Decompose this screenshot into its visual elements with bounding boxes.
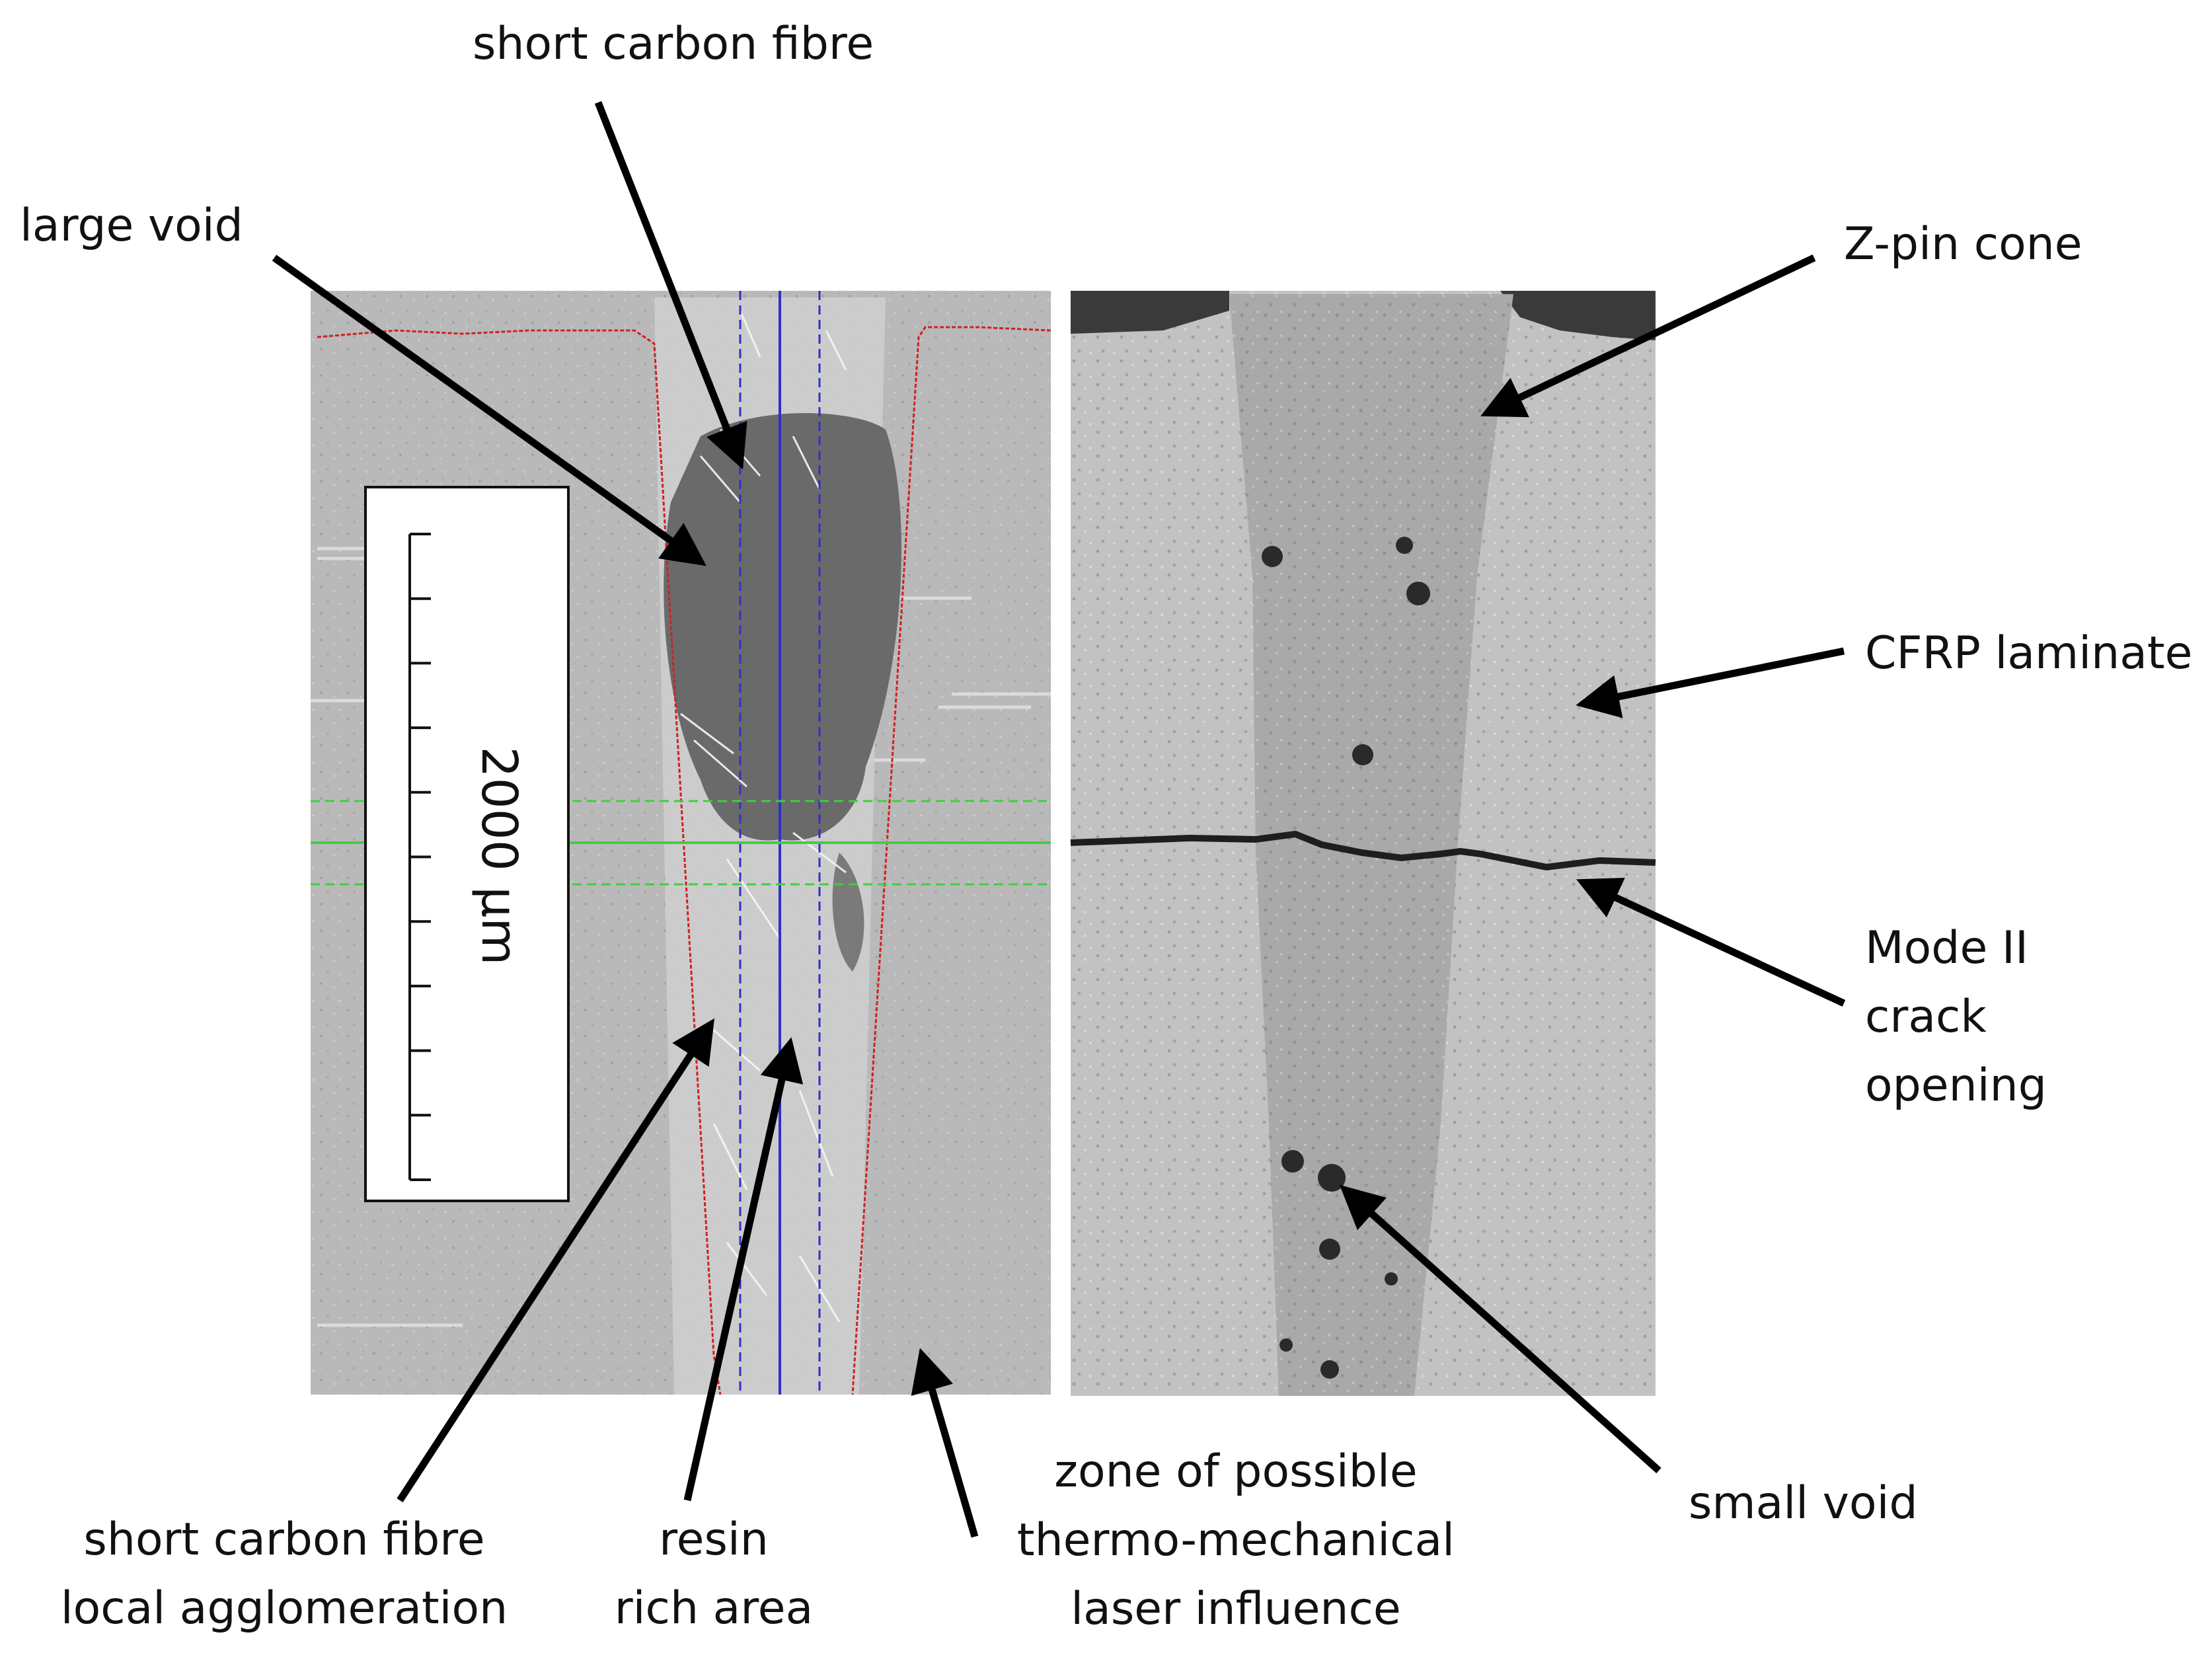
label-fibre-agglomeration-line-1: short carbon fibre <box>83 1514 485 1566</box>
label-mode-ii-line-1: Mode II <box>1865 922 2028 974</box>
label-large-void: large void <box>20 200 243 252</box>
label-laser-zone: zone of possible thermo-mechanical laser… <box>985 1438 1487 1644</box>
scale-bar-box <box>364 486 570 1202</box>
crack-line <box>1070 830 1656 871</box>
small-voids <box>1262 537 1430 1379</box>
scale-bar: 2000 µm <box>364 486 570 1202</box>
arrow-laser-zone <box>911 1348 979 1538</box>
label-mode-ii-crack-opening: Mode II crack opening <box>1865 914 2047 1120</box>
label-resin-rich-area: resin rich area <box>575 1506 853 1643</box>
void-lower-patch <box>832 853 864 972</box>
z-pin-cone-shape <box>1229 294 1513 1396</box>
scale-bar-ticks <box>410 533 431 1181</box>
large-void-shape <box>664 413 901 841</box>
arrow-large-void <box>272 254 706 566</box>
label-laser-zone-line-2: thermo-mechanical <box>1016 1514 1455 1566</box>
label-laser-zone-line-3: laser influence <box>1071 1583 1401 1635</box>
optical-micrograph <box>1070 291 1656 1396</box>
label-z-pin-cone: Z-pin cone <box>1844 218 2082 270</box>
arrow-small-void <box>1339 1184 1661 1474</box>
label-laser-zone-line-1: zone of possible <box>1054 1445 1418 1498</box>
label-small-void: small void <box>1689 1477 1918 1529</box>
pin-outline-left <box>317 329 722 1395</box>
label-short-carbon-fibre: short carbon fibre <box>473 18 874 70</box>
arrow-z-pin-cone <box>1480 254 1816 418</box>
laminate-streaks <box>311 547 1051 1327</box>
arrows <box>272 100 1846 1538</box>
arrow-fibre-agglomeration <box>397 1018 715 1503</box>
dark-top-left <box>1071 291 1229 334</box>
scale-bar-label: 2000 µm <box>471 746 527 965</box>
label-resin-rich-line-1: resin <box>659 1514 769 1566</box>
label-mode-ii-line-2: crack <box>1865 991 1987 1043</box>
label-fibre-agglomeration: short carbon fibre local agglomeration <box>40 1506 529 1643</box>
ct-micrograph <box>311 291 1051 1395</box>
arrow-mode-ii <box>1576 878 1846 1007</box>
arrow-resin-rich <box>683 1037 804 1502</box>
dark-top-right <box>1500 291 1656 340</box>
arrow-short-carbon-fibre <box>594 100 747 470</box>
label-resin-rich-line-2: rich area <box>614 1582 814 1634</box>
pin-outline-right <box>851 326 1051 1395</box>
label-mode-ii-line-3: opening <box>1865 1059 2047 1112</box>
label-fibre-agglomeration-line-2: local agglomeration <box>60 1582 508 1634</box>
arrow-cfrp-laminate <box>1576 647 1845 718</box>
label-cfrp-laminate: CFRP laminate <box>1865 627 2193 679</box>
